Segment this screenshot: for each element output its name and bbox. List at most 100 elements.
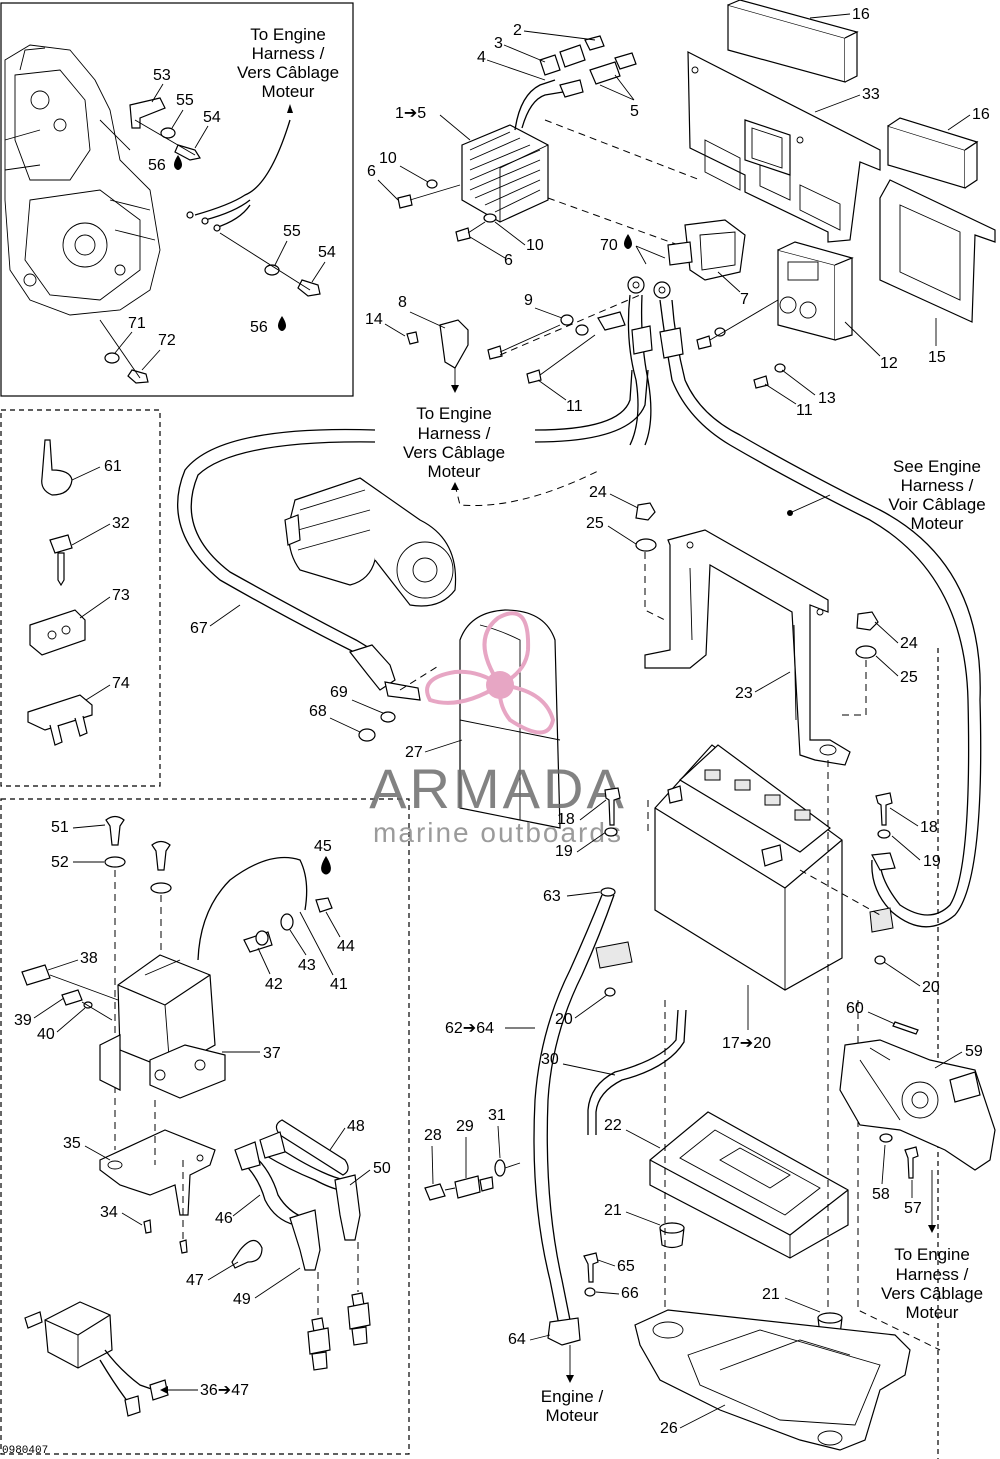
screw-32 <box>49 534 73 587</box>
terminal-39 <box>61 989 83 1006</box>
ignition-coil-37 <box>99 954 226 1099</box>
label-34: 34 <box>100 1204 118 1221</box>
module-33-top <box>744 119 791 176</box>
caption-engine-harness-top-1: To Engine <box>250 25 326 44</box>
label-69: 69 <box>330 684 348 701</box>
label-48: 48 <box>347 1118 365 1135</box>
label-73: 73 <box>112 587 130 604</box>
label-27: 27 <box>405 744 423 761</box>
label-15: 15 <box>928 349 946 366</box>
label-42: 42 <box>265 976 283 993</box>
label-71: 71 <box>128 315 146 332</box>
base-plate-26 <box>634 1309 911 1451</box>
armada-watermark: ARMADA marine outboards <box>369 611 627 848</box>
label-38: 38 <box>80 950 98 967</box>
label-9: 9 <box>524 292 533 309</box>
clip-74 <box>27 694 93 746</box>
label-54-a: 54 <box>203 109 221 126</box>
battery-bracket-23 <box>644 529 851 766</box>
screw-51 <box>105 815 125 846</box>
label-23: 23 <box>735 685 753 702</box>
label-41: 41 <box>330 976 348 993</box>
drop-icon <box>278 316 286 331</box>
caption-engine-harness-top-3: Vers Câblage <box>237 63 339 82</box>
label-49: 49 <box>233 1291 251 1308</box>
watermark-tagline: marine outboards <box>373 817 623 848</box>
watermark-name: ARMADA <box>369 757 627 820</box>
clip-47 <box>231 1239 263 1269</box>
label-24-a: 24 <box>589 484 607 501</box>
connector-38 <box>21 964 51 986</box>
label-58: 58 <box>872 1186 890 1203</box>
label-63: 63 <box>543 888 561 905</box>
label-32: 32 <box>112 515 130 532</box>
nut-24-a <box>635 502 656 521</box>
label-10-b: 10 <box>526 237 544 254</box>
label-72: 72 <box>158 332 176 349</box>
label-18-b: 18 <box>920 819 938 836</box>
nut-44 <box>315 897 333 913</box>
label-28: 28 <box>424 1127 442 1144</box>
label-31: 31 <box>488 1107 506 1124</box>
label-53: 53 <box>153 67 171 84</box>
label-62-64: 62➔64 <box>445 1020 494 1037</box>
starter-motor <box>284 477 457 607</box>
washer-25-b <box>855 645 877 659</box>
label-18-a: 18 <box>557 811 575 828</box>
washer-71 <box>104 352 120 364</box>
propeller-hub-icon <box>486 671 514 699</box>
nut-68 <box>358 728 376 742</box>
label-40: 40 <box>37 1026 55 1043</box>
wire-41 <box>197 856 308 961</box>
label-74: 74 <box>112 675 130 692</box>
label-3: 3 <box>494 35 503 52</box>
label-52: 52 <box>51 854 69 871</box>
tube-48 <box>275 1119 349 1176</box>
caption-engine-harness-right-3: Voir Câblage <box>888 495 985 514</box>
caption-engine-harness-bottom-2: Harness / <box>896 1265 969 1284</box>
battery-17 <box>654 744 843 991</box>
caption-engine-harness-right-1: See Engine <box>893 457 981 476</box>
label-14: 14 <box>365 311 383 328</box>
label-59: 59 <box>965 1043 983 1060</box>
label-25-b: 25 <box>900 669 918 686</box>
label-30: 30 <box>541 1051 559 1068</box>
caption-engine-harness-top-2: Harness / <box>252 44 325 63</box>
drop-icon <box>321 856 331 875</box>
label-70: 70 <box>600 237 618 254</box>
cable-red <box>659 299 970 916</box>
label-6-a: 6 <box>367 163 376 180</box>
bracket-53 <box>129 97 166 129</box>
label-19-a: 19 <box>555 843 573 860</box>
caption-engine-harness-bottom-4: Moteur <box>906 1303 959 1322</box>
label-46: 46 <box>215 1210 233 1227</box>
washer-31 <box>494 1159 506 1177</box>
screw-57 <box>904 1146 919 1179</box>
connectors-2-5 <box>539 35 637 98</box>
caption-engine-harness-right-4: Moteur <box>911 514 964 533</box>
module-12 <box>777 241 854 341</box>
pin-60 <box>892 1021 919 1035</box>
label-29: 29 <box>456 1118 474 1135</box>
label-37: 37 <box>263 1045 281 1062</box>
caption-engine-harness-bottom-3: Vers Câblage <box>881 1284 983 1303</box>
bolt-54-b <box>297 279 321 297</box>
label-65: 65 <box>617 1258 635 1275</box>
label-10-a: 10 <box>379 150 397 167</box>
label-8: 8 <box>398 294 407 311</box>
ground-cable-62-64 <box>533 894 603 1331</box>
label-25-a: 25 <box>586 515 604 532</box>
cover-plate-15 <box>879 179 996 323</box>
label-20-b: 20 <box>922 979 940 996</box>
label-43: 43 <box>298 957 316 974</box>
label-12: 12 <box>880 355 898 372</box>
cap-50 <box>334 1174 361 1241</box>
washer-55-a <box>160 127 176 139</box>
relay-7 <box>667 219 746 281</box>
screw-72 <box>127 369 149 384</box>
label-67: 67 <box>190 620 208 637</box>
washer-52 <box>104 856 126 868</box>
label-24-b: 24 <box>900 635 918 652</box>
fitting-28 <box>424 1183 446 1201</box>
label-64: 64 <box>508 1331 526 1348</box>
